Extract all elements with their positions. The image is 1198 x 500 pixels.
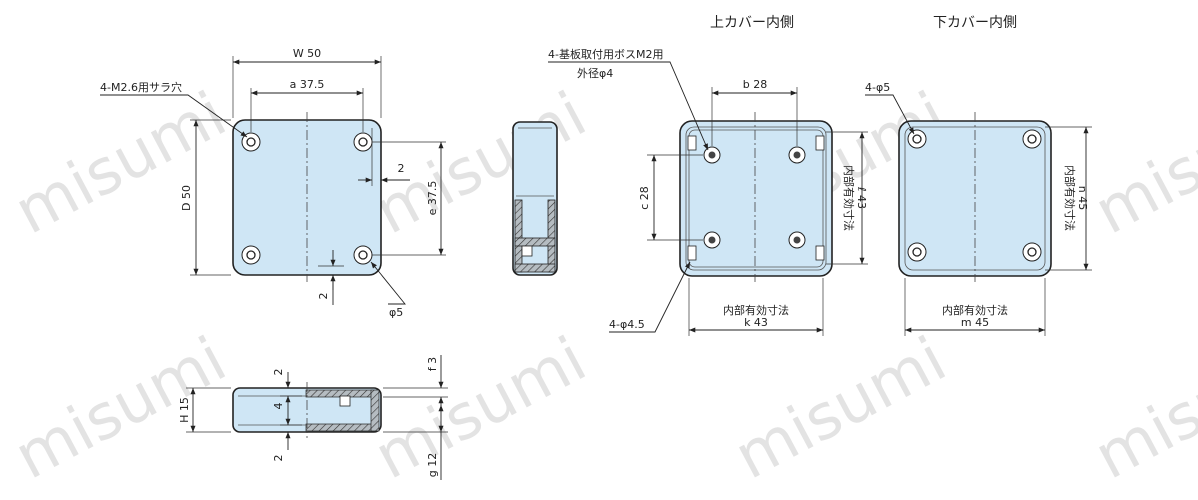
width-label: W 50 bbox=[293, 47, 321, 60]
inner-l-label: ℓ 43 bbox=[855, 186, 868, 209]
lip-top-label: 2 bbox=[272, 369, 285, 376]
inner-m-caption: 内部有効寸法 bbox=[942, 303, 1008, 317]
watermark: misumi bbox=[723, 322, 958, 493]
side-view bbox=[512, 121, 558, 276]
a-pitch-label: a 37.5 bbox=[290, 78, 325, 91]
watermark: misumi bbox=[3, 77, 238, 248]
depth-label: D 50 bbox=[180, 185, 193, 211]
bottom-holes bbox=[907, 129, 1042, 262]
watermark: misumi bbox=[1083, 77, 1198, 248]
inner-n-caption: 内部有効寸法 bbox=[1063, 165, 1077, 231]
height-label: H 15 bbox=[178, 397, 191, 423]
boss-note: 4-基板取付用ボスM2用 bbox=[548, 47, 663, 61]
side-box-outline bbox=[512, 121, 558, 276]
top-holes-note: 4-φ4.5 bbox=[609, 318, 645, 331]
front-holes bbox=[241, 132, 373, 265]
pcb-bosses bbox=[703, 146, 806, 249]
watermark: misumi bbox=[363, 322, 598, 493]
bottom-cover-view: 下カバー内側 4-φ5 内部有効寸法 n 45 内部有効寸法 m 45 bbox=[865, 15, 1092, 336]
bottom-cover-title: 下カバー内側 bbox=[933, 15, 1017, 31]
bottom-holes-note: 4-φ5 bbox=[865, 81, 890, 94]
top-cover-view: 上カバー内側 4-基板取付用ボスM2用 外径φ4 b 28 bbox=[548, 15, 868, 336]
inner-k-label: k 43 bbox=[744, 316, 768, 329]
g-label: g 12 bbox=[426, 453, 439, 477]
top-cover-outline bbox=[679, 120, 833, 277]
inner-n-label: n 45 bbox=[1076, 186, 1089, 210]
watermark: misumi bbox=[1083, 322, 1198, 493]
watermark: misumi bbox=[3, 322, 238, 493]
top-cover-title: 上カバー内側 bbox=[710, 15, 794, 31]
foot-dia-label: φ5 bbox=[389, 306, 403, 319]
holes-note: 4-M2.6用サラ穴 bbox=[100, 80, 182, 94]
front-view: W 50 a 37.5 D 50 e 37.5 2 2 4-M2.6用サラ穴 φ… bbox=[100, 47, 446, 319]
lip-bottom-label: 2 bbox=[272, 455, 285, 462]
inner-l-caption: 内部有効寸法 bbox=[842, 165, 856, 231]
section-view: H 15 f 3 g 12 2 4 2 bbox=[178, 355, 448, 480]
inner-k-caption: 内部有効寸法 bbox=[723, 303, 789, 317]
boss-dia-note: 外径φ4 bbox=[577, 67, 613, 80]
f-label: f 3 bbox=[426, 357, 439, 371]
inner-m-label: m 45 bbox=[961, 316, 989, 329]
c-pitch-label: c 28 bbox=[638, 186, 651, 210]
offset-right-label: 2 bbox=[398, 162, 405, 175]
side-section-hatch bbox=[514, 199, 523, 273]
e-pitch-label: e 37.5 bbox=[426, 181, 439, 216]
b-pitch-label: b 28 bbox=[743, 78, 767, 91]
offset-bottom-label: 2 bbox=[317, 293, 330, 300]
lip-mid-label: 4 bbox=[272, 403, 285, 410]
